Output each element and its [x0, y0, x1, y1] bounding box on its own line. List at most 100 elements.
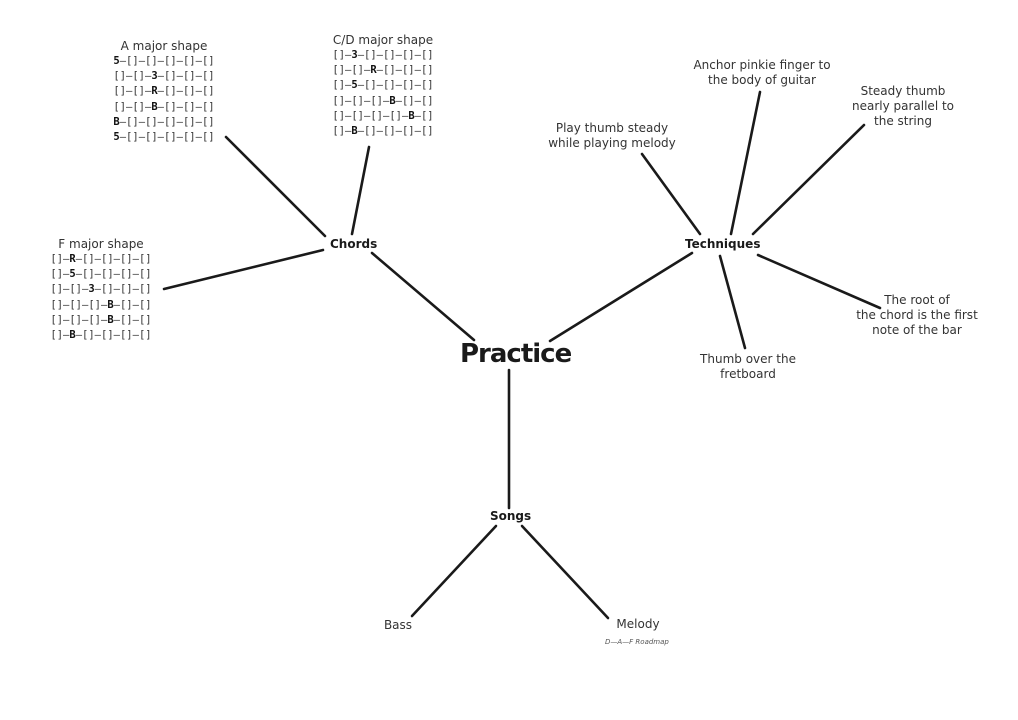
edge-practice-chords [370, 251, 476, 342]
chord-empty-fret: [] [138, 298, 152, 311]
chord-empty-fret: [] [182, 55, 196, 67]
chord-empty-fret: [] [201, 115, 215, 128]
chord-fret-row: 5—[]—[]—[]—[]—[] [113, 55, 215, 67]
chord-empty-fret: [] [113, 70, 127, 83]
chord-empty-fret: [] [119, 268, 133, 281]
chord-empty-fret: [] [420, 109, 434, 122]
song-bass: Bass [383, 618, 413, 632]
chord-fret-row: []—[]—R—[]—[]—[] [113, 85, 215, 98]
chord-empty-fret: [] [119, 283, 133, 296]
chord-empty-fret: [] [101, 253, 114, 265]
chord-empty-fret: [] [332, 94, 346, 107]
chord-shape-grid: 5—[]—[]—[]—[]—[][]—[]—3—[]—[]—[][]—[]—R—… [108, 54, 220, 145]
chord-empty-fret: [] [82, 329, 95, 342]
chord-empty-fret: [] [119, 313, 133, 326]
chord-empty-fret: [] [69, 313, 83, 326]
song-melody: Melody [616, 617, 660, 631]
edge-techniques-steady-thumb [751, 123, 866, 236]
chord-fret-row: []—R—[]—[]—[]—[] [50, 253, 152, 265]
chord-empty-fret: [] [132, 100, 146, 113]
chord-shape-f-major: F major shape []—R—[]—[]—[]—[][]—5—[]—[]… [45, 237, 157, 343]
chord-empty-fret: [] [164, 55, 177, 67]
chord-empty-fret: [] [383, 64, 396, 77]
chord-note-mark: R [151, 85, 158, 98]
chord-empty-fret: [] [69, 298, 83, 311]
chord-empty-fret: [] [164, 85, 177, 98]
edge-songs-bass [410, 524, 498, 618]
chord-empty-fret: [] [138, 268, 152, 281]
chord-empty-fret: [] [164, 131, 177, 144]
edge-chords-a-shape [224, 135, 327, 238]
chord-empty-fret: [] [201, 70, 215, 83]
chord-empty-fret: [] [351, 109, 365, 122]
chord-empty-fret: [] [332, 49, 346, 61]
chord-empty-fret: [] [164, 100, 177, 113]
chord-note-mark: R [69, 253, 76, 265]
chord-note-mark: 5 [69, 268, 76, 281]
chord-empty-fret: [] [101, 329, 114, 342]
edge-techniques-play-thumb [640, 152, 702, 236]
chord-empty-fret: [] [113, 85, 127, 98]
chord-empty-fret: [] [88, 298, 101, 311]
chord-empty-fret: [] [389, 109, 402, 122]
chord-empty-fret: [] [69, 283, 83, 296]
chord-note-mark: 3 [151, 70, 158, 83]
chord-fret-row: []—[]—[]—B—[]—[] [332, 94, 434, 107]
chord-empty-fret: [] [126, 131, 139, 144]
chord-empty-fret: [] [138, 313, 152, 326]
chord-empty-fret: [] [182, 100, 196, 113]
edge-techniques-root-chord [756, 253, 882, 310]
chord-empty-fret: [] [332, 109, 346, 122]
chord-note-mark: B [351, 125, 358, 138]
chord-empty-fret: [] [351, 94, 365, 107]
chord-empty-fret: [] [50, 268, 64, 281]
chord-empty-fret: [] [364, 125, 377, 138]
chord-empty-fret: [] [420, 125, 434, 138]
branch-node-songs: Songs [490, 509, 532, 523]
chord-empty-fret: [] [50, 313, 64, 326]
chord-empty-fret: [] [132, 70, 146, 83]
chord-note-mark: 5 [113, 131, 120, 144]
chord-shape-grid: []—R—[]—[]—[]—[][]—5—[]—[]—[]—[][]—[]—3—… [45, 252, 157, 343]
chord-shape-title: C/D major shape [332, 33, 434, 47]
chord-fret-row: []—[]—3—[]—[]—[] [50, 283, 152, 296]
chord-empty-fret: [] [401, 79, 415, 92]
chord-empty-fret: [] [82, 253, 95, 265]
chord-note-mark: B [107, 313, 114, 326]
chord-empty-fret: [] [420, 94, 434, 107]
chord-empty-fret: [] [164, 115, 177, 128]
chord-note-mark: B [107, 298, 114, 311]
chord-fret-row: []—[]—[]—[]—B—[] [332, 109, 434, 122]
chord-empty-fret: [] [332, 125, 346, 138]
chord-fret-row: []—B—[]—[]—[]—[] [50, 329, 152, 342]
chord-empty-fret: [] [132, 85, 146, 98]
chord-empty-fret: [] [182, 131, 196, 144]
chord-empty-fret: [] [82, 268, 95, 281]
chord-empty-fret: [] [420, 64, 434, 77]
chord-shape-grid: []—3—[]—[]—[]—[][]—[]—R—[]—[]—[][]—5—[]—… [327, 48, 439, 139]
chord-empty-fret: [] [201, 131, 215, 144]
chord-note-mark: B [69, 329, 76, 342]
chord-empty-fret: [] [401, 64, 415, 77]
chord-empty-fret: [] [370, 109, 383, 122]
chord-fret-row: []—[]—R—[]—[]—[] [332, 64, 434, 77]
chord-fret-row: []—5—[]—[]—[]—[] [332, 79, 434, 92]
chord-empty-fret: [] [201, 85, 215, 98]
chord-shape-title: F major shape [58, 237, 144, 251]
chord-note-mark: B [389, 94, 396, 107]
chord-empty-fret: [] [88, 313, 101, 326]
branch-node-techniques: Techniques [685, 237, 761, 251]
chord-note-mark: 5 [113, 55, 120, 67]
chord-empty-fret: [] [145, 55, 158, 67]
chord-empty-fret: [] [101, 283, 114, 296]
chord-note-mark: 3 [88, 283, 95, 296]
chord-note-mark: 5 [351, 79, 358, 92]
chord-empty-fret: [] [364, 49, 377, 61]
edge-techniques-anchor-pinkie [729, 90, 762, 236]
edge-techniques-thumb-over [718, 254, 747, 350]
chord-empty-fret: [] [401, 49, 415, 61]
